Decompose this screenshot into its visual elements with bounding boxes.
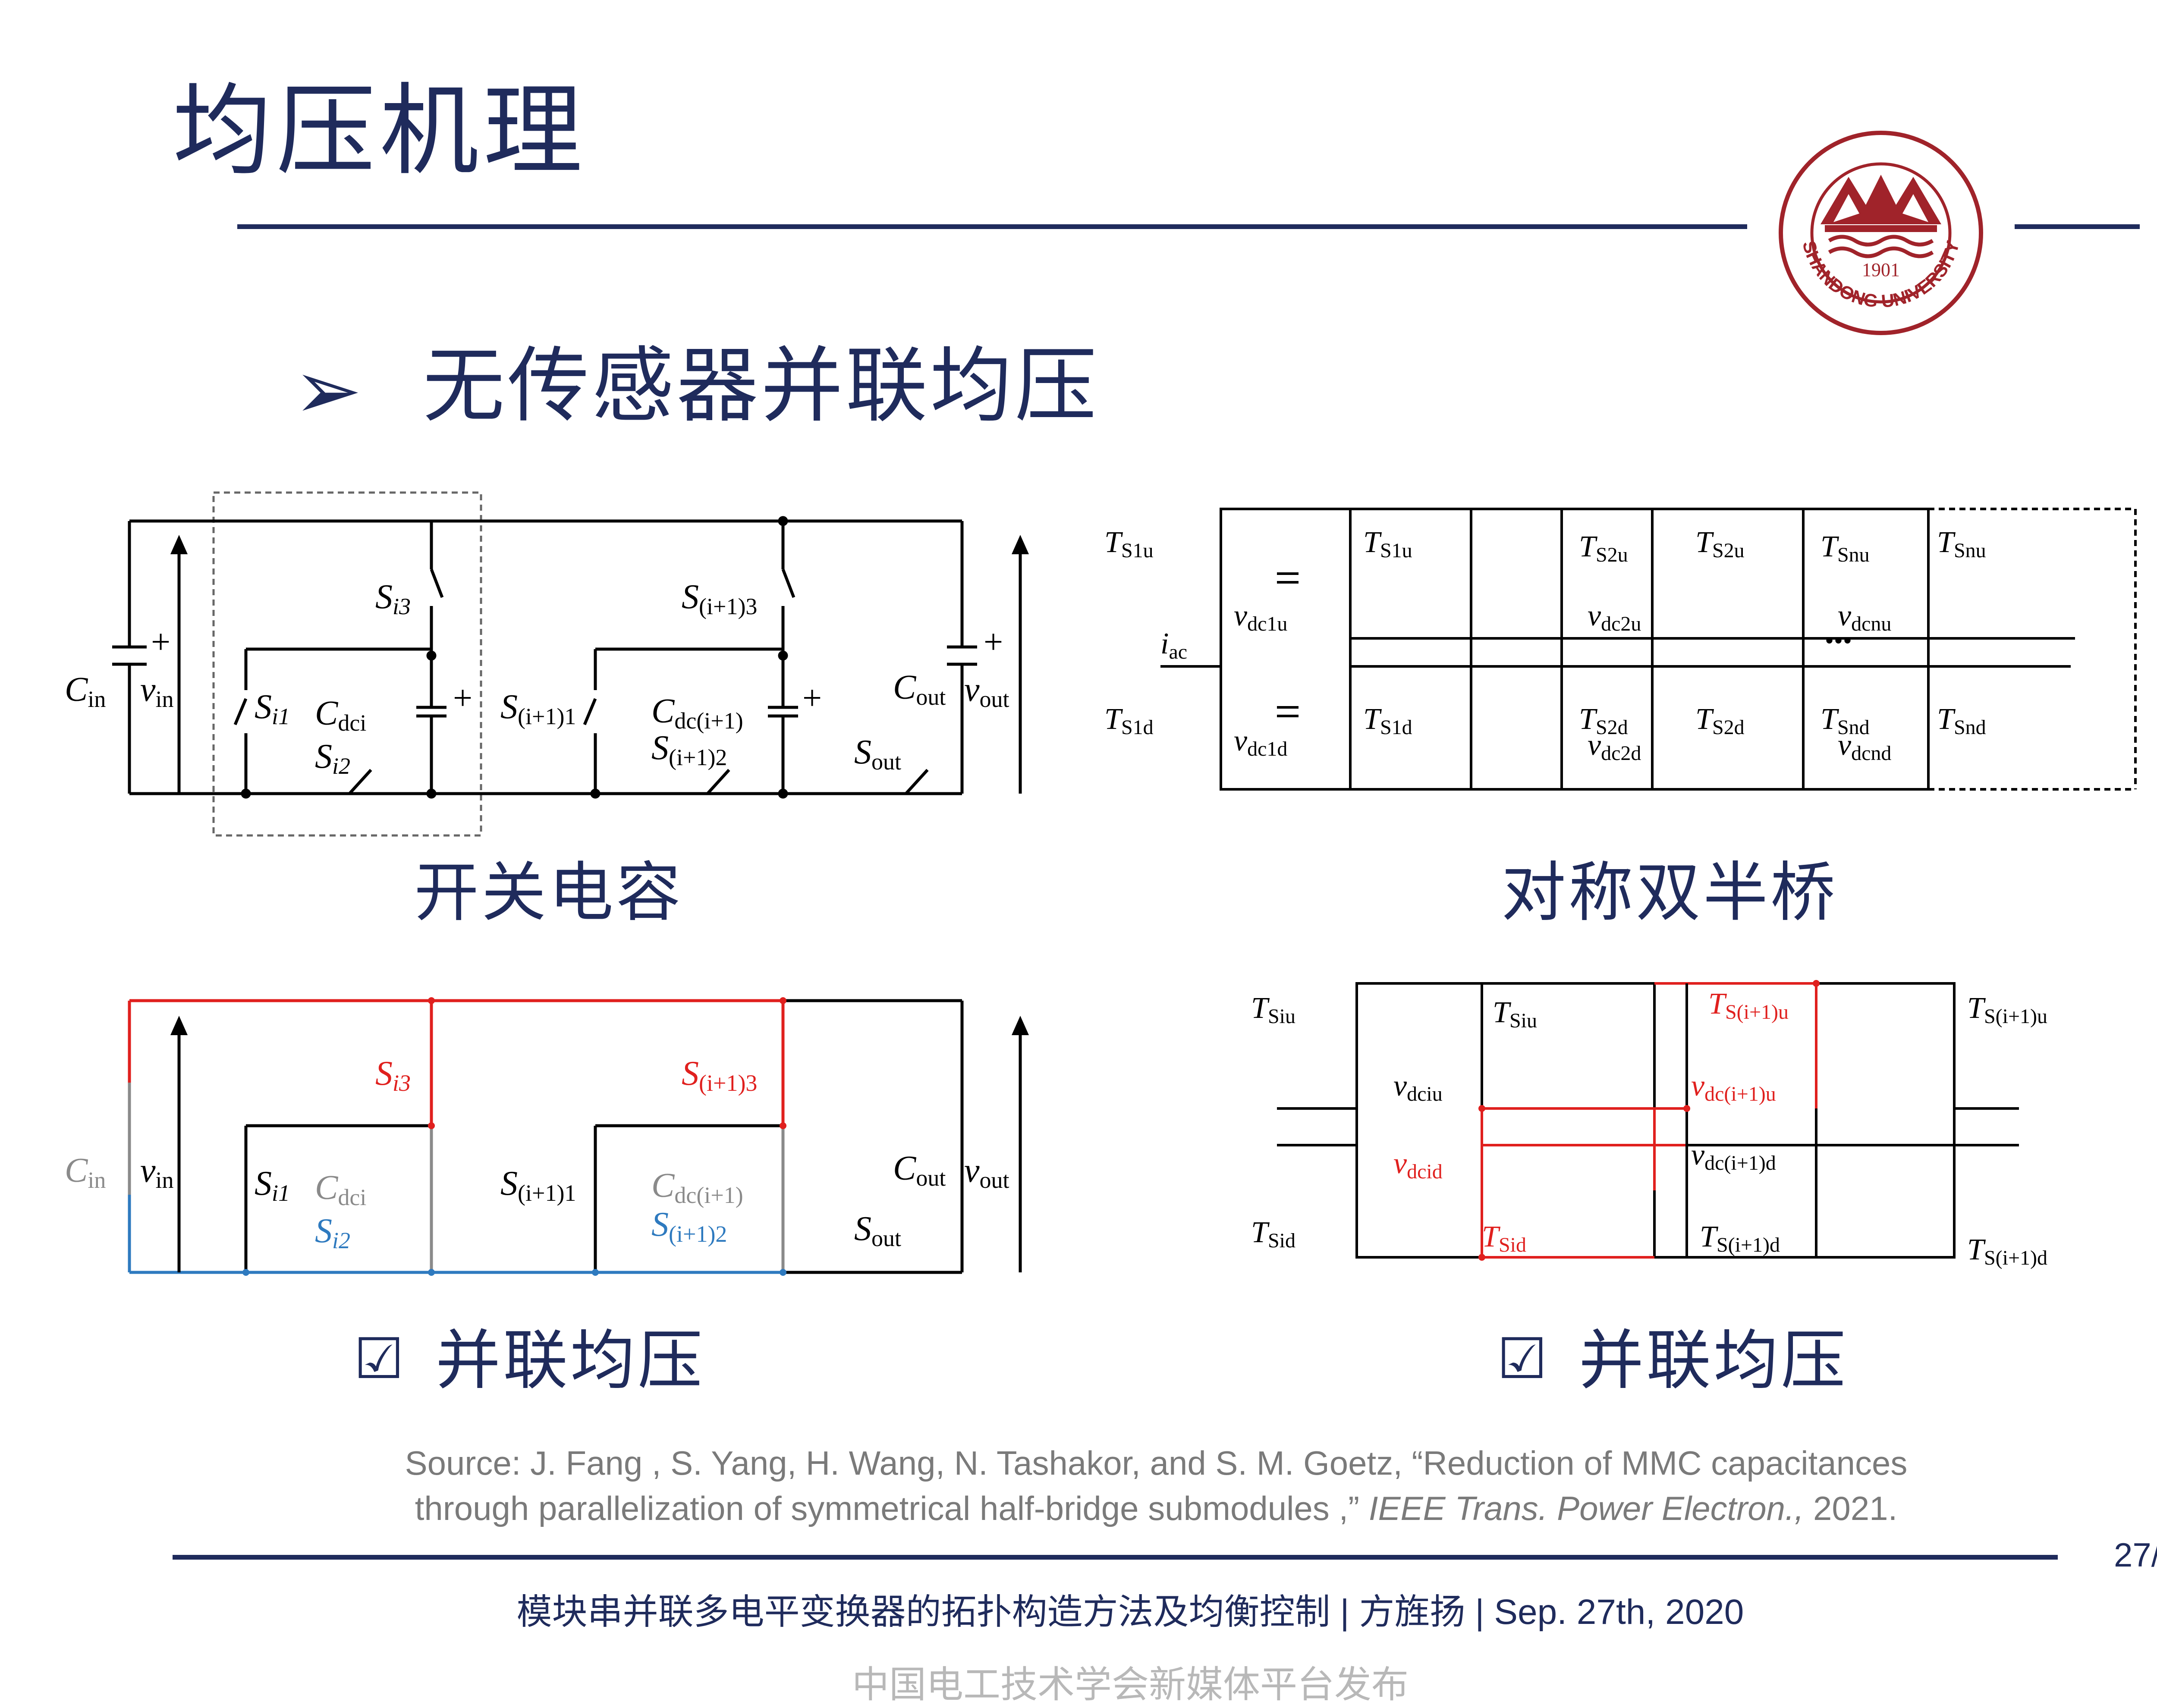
check-caption-left: 并联均压 bbox=[436, 1323, 705, 1398]
label-cout-2: Cout bbox=[893, 1149, 946, 1191]
check-caption-right: 并联均压 bbox=[1579, 1323, 1849, 1398]
parallel-balancing-half-bridge-circuit: TSiu TSid TSiu vdciu vdcid TSid TS(i+1)u… bbox=[1251, 980, 2047, 1269]
label-vdciu: vdciu bbox=[1393, 1069, 1443, 1105]
label-iac: iac bbox=[1160, 627, 1187, 663]
label-cin-gray: Cin bbox=[65, 1152, 106, 1193]
label-ts-i1-d-star: TS(i+1)d bbox=[1967, 1233, 2047, 1269]
label-sout: Sout bbox=[854, 733, 901, 775]
label-cdci-gray: Cdci bbox=[315, 1169, 366, 1210]
label-vdc-i1-d: vdc(i+1)d bbox=[1691, 1138, 1776, 1174]
label-vout-2: vout bbox=[964, 1152, 1009, 1193]
label-ts1d-star: TS1d bbox=[1363, 703, 1412, 739]
label-s-i1-1: S(i+1)1 bbox=[500, 688, 576, 729]
source-line-2: through parallelization of symmetrical h… bbox=[415, 1489, 1898, 1528]
page-number: 27/40 bbox=[2114, 1536, 2157, 1574]
label-vdcnu: vdcnu bbox=[1838, 599, 1891, 635]
label-s-i1-2: S(i+1)2 bbox=[651, 729, 727, 770]
source-citation: Source: J. Fang , S. Yang, H. Wang, N. T… bbox=[371, 1441, 1941, 1532]
watermark: 中国电工技术学会新媒体平台发布 bbox=[852, 1663, 1409, 1706]
caption-switched-capacitor: 开关电容 bbox=[414, 855, 684, 930]
label-vdcnd: vdcnd bbox=[1838, 728, 1891, 765]
label-ts2d: TS2d bbox=[1579, 703, 1628, 739]
label-tsnu: TSnu bbox=[1821, 530, 1870, 566]
label-plus-cdci: + bbox=[453, 679, 472, 717]
label-tsid: TSid bbox=[1251, 1216, 1295, 1252]
label-vdc1u: vdc1u bbox=[1234, 599, 1287, 635]
label-vdc-i1-u: vdc(i+1)u bbox=[1691, 1069, 1776, 1105]
label-si1: Si1 bbox=[255, 688, 290, 729]
label-vdc2u: vdc2u bbox=[1588, 599, 1641, 635]
label-s-i1-1-2: S(i+1)1 bbox=[500, 1165, 576, 1206]
label-plus-cout: + bbox=[984, 623, 1003, 661]
footer-text: 模块串并联多电平变换器的拓扑构造方法及均衡控制 | 方旌扬 | Sep. 27t… bbox=[516, 1592, 1744, 1632]
label-tsnu-star: TSnu bbox=[1937, 526, 1986, 562]
label-ts1u: TS1u bbox=[1104, 526, 1154, 562]
label-vdcid: vdcid bbox=[1393, 1147, 1443, 1183]
label-ts2u: TS2u bbox=[1579, 530, 1628, 566]
label-si3: Si3 bbox=[375, 578, 411, 619]
label-vin-2: vin bbox=[140, 1152, 174, 1193]
label-tsnd: TSnd bbox=[1821, 703, 1870, 739]
subtitle: 无传感器并联均压 bbox=[423, 338, 1100, 433]
source-line-1: Source: J. Fang , S. Yang, H. Wang, N. T… bbox=[405, 1444, 1908, 1482]
label-vin: vin bbox=[140, 671, 174, 712]
label-s-i1-2-blue: S(i+1)2 bbox=[651, 1206, 727, 1247]
label-ts-i1-d: TS(i+1)d bbox=[1700, 1220, 1780, 1256]
checkbox-icon-right: ☑ bbox=[1497, 1326, 1547, 1391]
label-tsiu-star: TSiu bbox=[1493, 996, 1537, 1032]
label-tsnd-star: TSnd bbox=[1937, 703, 1986, 739]
label-plus-cin: + bbox=[151, 623, 170, 661]
label-cdci: Cdci bbox=[315, 694, 366, 736]
label-s-i1-3: S(i+1)3 bbox=[682, 578, 757, 619]
label-vdc2d: vdc2d bbox=[1588, 728, 1641, 765]
parallel-balancing-switched-capacitor-circuit: Cin vin Si3 Si1 Cdci Si2 S(i+1)3 S(i+1)1… bbox=[65, 997, 1029, 1276]
label-cdc-i1-gray: Cdc(i+1) bbox=[651, 1167, 743, 1208]
label-ts1d: TS1d bbox=[1104, 703, 1154, 739]
switched-capacitor-circuit: Cin vin + Si3 Si1 Cdci + Si2 S(i+1)3 S(i… bbox=[65, 491, 1029, 837]
footer-rule bbox=[173, 1555, 2058, 1560]
label-ts2u-star: TS2u bbox=[1695, 526, 1745, 562]
label-sout-2: Sout bbox=[854, 1210, 901, 1251]
caption-symmetric-half-bridge: 对称双半桥 bbox=[1501, 855, 1838, 930]
symmetric-half-bridge-circuit: TS1u TS1d vdc1u vdc1d iac TS1u TS1d TS2u… bbox=[1104, 508, 2137, 791]
shandong-university-logo: 1901 SHANDONG UNIVERSITY bbox=[1779, 131, 1983, 335]
label-ts-i1-u-red: TS(i+1)u bbox=[1708, 987, 1789, 1024]
label-si3-red: Si3 bbox=[375, 1055, 411, 1096]
label-plus-cdc-i1: + bbox=[802, 679, 822, 717]
title-rule-left bbox=[237, 224, 1747, 229]
label-cout: Cout bbox=[893, 669, 946, 710]
label-ts-i1-u-star: TS(i+1)u bbox=[1967, 992, 2047, 1028]
label-vout: vout bbox=[964, 671, 1009, 712]
logo-year: 1901 bbox=[1862, 259, 1900, 280]
title-rule-right bbox=[2015, 224, 2140, 229]
checkbox-icon-left: ☑ bbox=[354, 1326, 404, 1391]
bullet-arrow: ➢ bbox=[293, 342, 362, 438]
label-ts1u-star: TS1u bbox=[1363, 526, 1412, 562]
label-si1-2: Si1 bbox=[255, 1165, 290, 1206]
label-tsid-red: TSid bbox=[1482, 1220, 1526, 1256]
label-dots: ••• bbox=[1825, 626, 1852, 655]
label-cin: Cin bbox=[65, 671, 106, 712]
label-si2: Si2 bbox=[315, 738, 350, 779]
label-si2-blue: Si2 bbox=[315, 1212, 350, 1253]
slide-title: 均压机理 bbox=[173, 74, 587, 189]
label-vdc1d: vdc1d bbox=[1234, 724, 1287, 760]
label-tsiu: TSiu bbox=[1251, 992, 1295, 1028]
label-cdc-i1: Cdc(i+1) bbox=[651, 692, 743, 734]
label-ts2d-star: TS2d bbox=[1695, 703, 1745, 739]
label-s-i1-3-red: S(i+1)3 bbox=[682, 1055, 757, 1096]
